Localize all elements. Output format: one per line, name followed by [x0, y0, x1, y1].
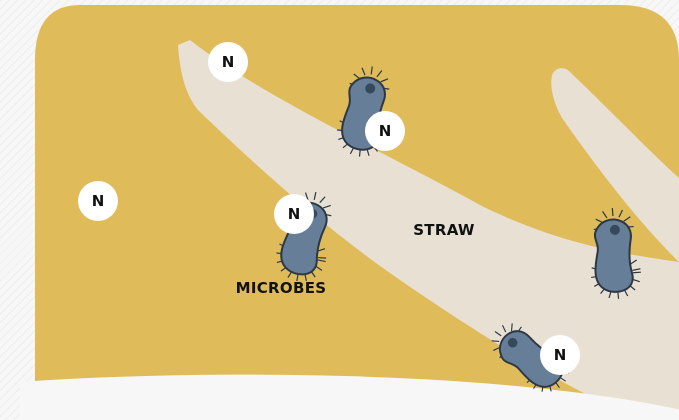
nitrogen-marker: N [208, 42, 248, 82]
nitrogen-marker: N [78, 181, 118, 221]
straw-label: STRAW [413, 221, 475, 239]
nitrogen-marker: N [274, 194, 314, 234]
nitrogen-marker-label: N [554, 346, 567, 364]
nitrogen-marker-label: N [222, 53, 235, 71]
nitrogen-marker-label: N [288, 205, 301, 223]
microbes-label: MICROBES [236, 279, 327, 297]
nitrogen-marker: N [365, 111, 405, 151]
nitrogen-marker-label: N [379, 122, 392, 140]
nitrogen-marker: N [540, 335, 580, 375]
nitrogen-marker-label: N [92, 192, 105, 210]
